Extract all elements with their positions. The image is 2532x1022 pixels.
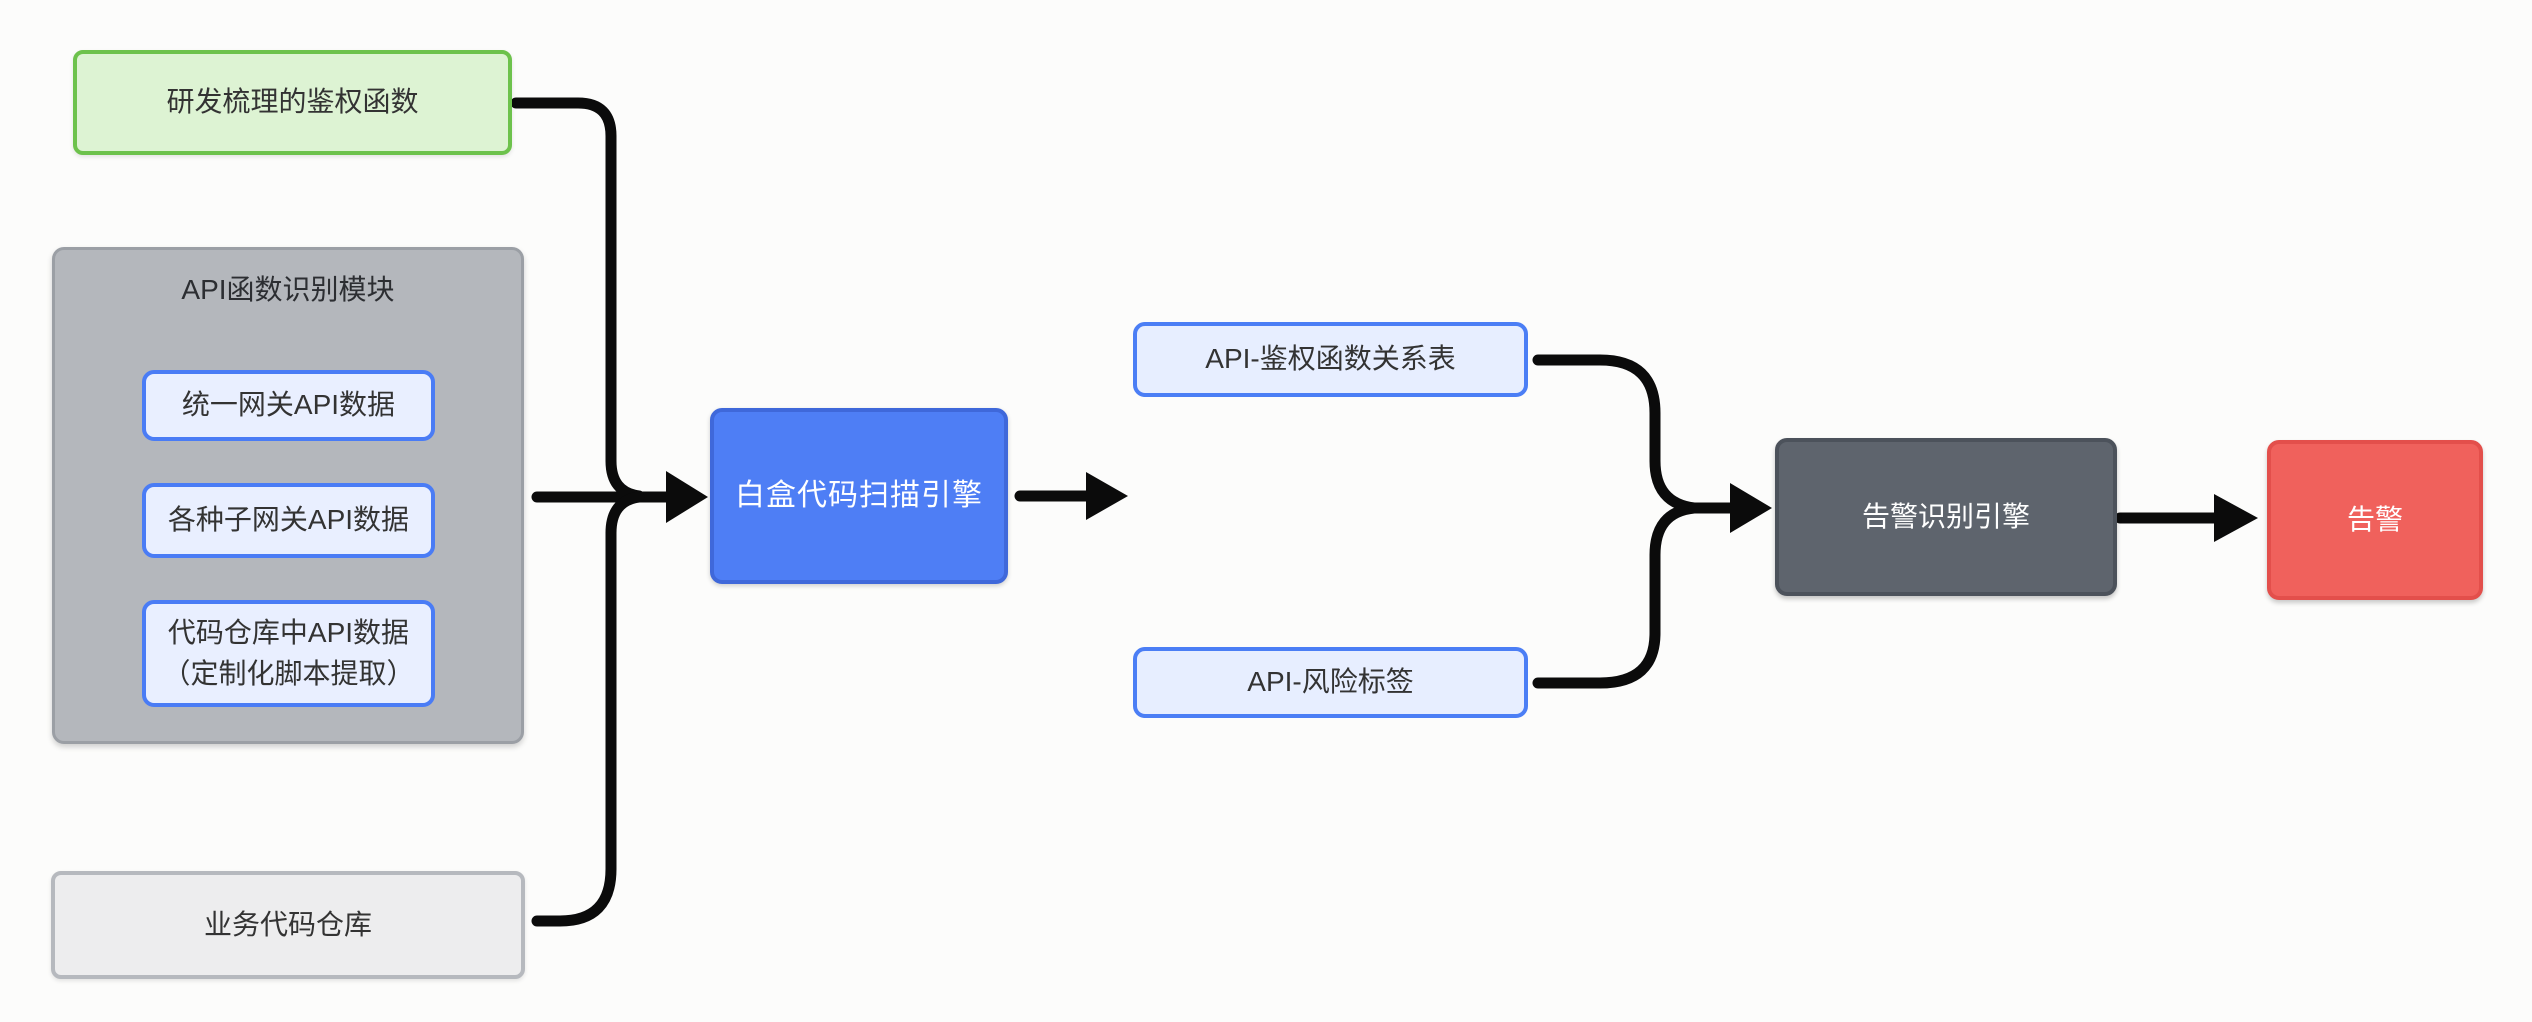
node-code-repo-api-data: 代码仓库中API数据 （定制化脚本提取）	[142, 600, 435, 707]
node-scan-engine-label: 白盒代码扫描引擎	[735, 479, 983, 513]
arrowhead-scan-engine-output	[1086, 472, 1128, 520]
node-auth-functions-label: 研发梳理的鉴权函数	[166, 86, 419, 118]
node-sub-gateway-api-data: 各种子网关API数据	[142, 483, 435, 558]
node-business-repo: 业务代码仓库	[51, 871, 525, 979]
node-alert-engine: 告警识别引擎	[1775, 438, 2117, 596]
node-unified-gateway-api-data: 统一网关API数据	[142, 370, 435, 441]
node-alert: 告警	[2267, 440, 2483, 600]
node-api-auth-table: API-鉴权函数关系表	[1133, 322, 1528, 397]
node-code-repo-api-data-label: 代码仓库中API数据 （定制化脚本提取）	[162, 616, 415, 689]
node-unified-gateway-api-data-label: 统一网关API数据	[181, 389, 396, 421]
node-alert-engine-label: 告警识别引擎	[1861, 500, 2030, 532]
node-scan-engine: 白盒代码扫描引擎	[710, 408, 1008, 584]
node-auth-functions: 研发梳理的鉴权函数	[73, 50, 512, 155]
arrowhead-into-alert	[2214, 494, 2258, 542]
node-sub-gateway-api-data-label: 各种子网关API数据	[167, 504, 410, 536]
arrowhead-into-alert-engine	[1730, 483, 1772, 533]
node-api-risk-tag-label: API-风险标签	[1247, 666, 1414, 698]
node-api-module-title: API函数识别模块	[181, 274, 395, 305]
node-api-auth-table-label: API-鉴权函数关系表	[1205, 343, 1456, 375]
edge-api-auth-table-to-merge	[1532, 354, 1700, 514]
node-business-repo-label: 业务代码仓库	[203, 908, 372, 940]
edge-auth-functions-to-junction	[510, 97, 645, 502]
node-alert-label: 告警	[2346, 503, 2403, 535]
edge-business-repo-to-junction	[531, 491, 645, 927]
arrowhead-into-scan-engine	[666, 471, 708, 523]
edge-api-risk-tag-to-merge	[1532, 502, 1700, 689]
node-api-risk-tag: API-风险标签	[1133, 647, 1528, 718]
